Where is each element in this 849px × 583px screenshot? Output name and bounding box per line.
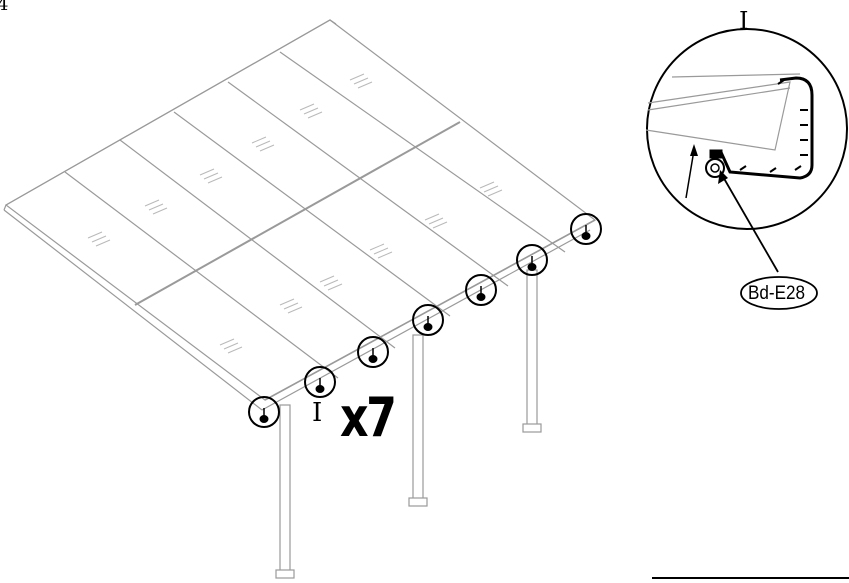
pointer-line	[721, 174, 779, 273]
callout-circle	[516, 244, 548, 276]
detail-marker-main: I	[312, 398, 323, 428]
roof-front-edge	[264, 219, 596, 401]
detail-circle	[646, 28, 848, 230]
screw-icon	[368, 355, 378, 363]
insert-arrow-icon	[685, 149, 695, 199]
screw-icon	[476, 293, 486, 301]
screw-icon	[423, 323, 433, 331]
screw-icon	[581, 232, 591, 240]
detail-marker-label: I	[739, 7, 749, 35]
callout-circle	[412, 304, 444, 336]
gutter-profile	[718, 76, 814, 180]
post-right	[526, 269, 538, 429]
callout-circle	[357, 336, 389, 368]
quantity-label: x7	[340, 386, 397, 449]
part-code-label: Bd-E28	[748, 283, 806, 304]
screw-icon	[527, 263, 537, 271]
post-middle	[412, 334, 424, 504]
roof-panel-frame	[4, 19, 597, 401]
posts	[275, 269, 542, 579]
post-left	[279, 404, 291, 578]
callout-circle	[465, 274, 497, 306]
step-number: 4	[0, 0, 9, 15]
callout-circle	[248, 396, 280, 428]
detail-view	[645, 28, 848, 310]
callout-circle	[304, 366, 336, 398]
screw-icon	[315, 385, 325, 393]
callout-circle	[570, 213, 602, 245]
middle-beam	[134, 121, 461, 306]
part-code-oval	[740, 276, 818, 310]
screw-icon	[259, 415, 269, 423]
canopy	[3, 19, 597, 579]
glazing-marks	[87, 73, 503, 354]
gutter-back	[3, 19, 337, 211]
callouts	[248, 213, 602, 428]
screw-icon	[705, 158, 725, 178]
